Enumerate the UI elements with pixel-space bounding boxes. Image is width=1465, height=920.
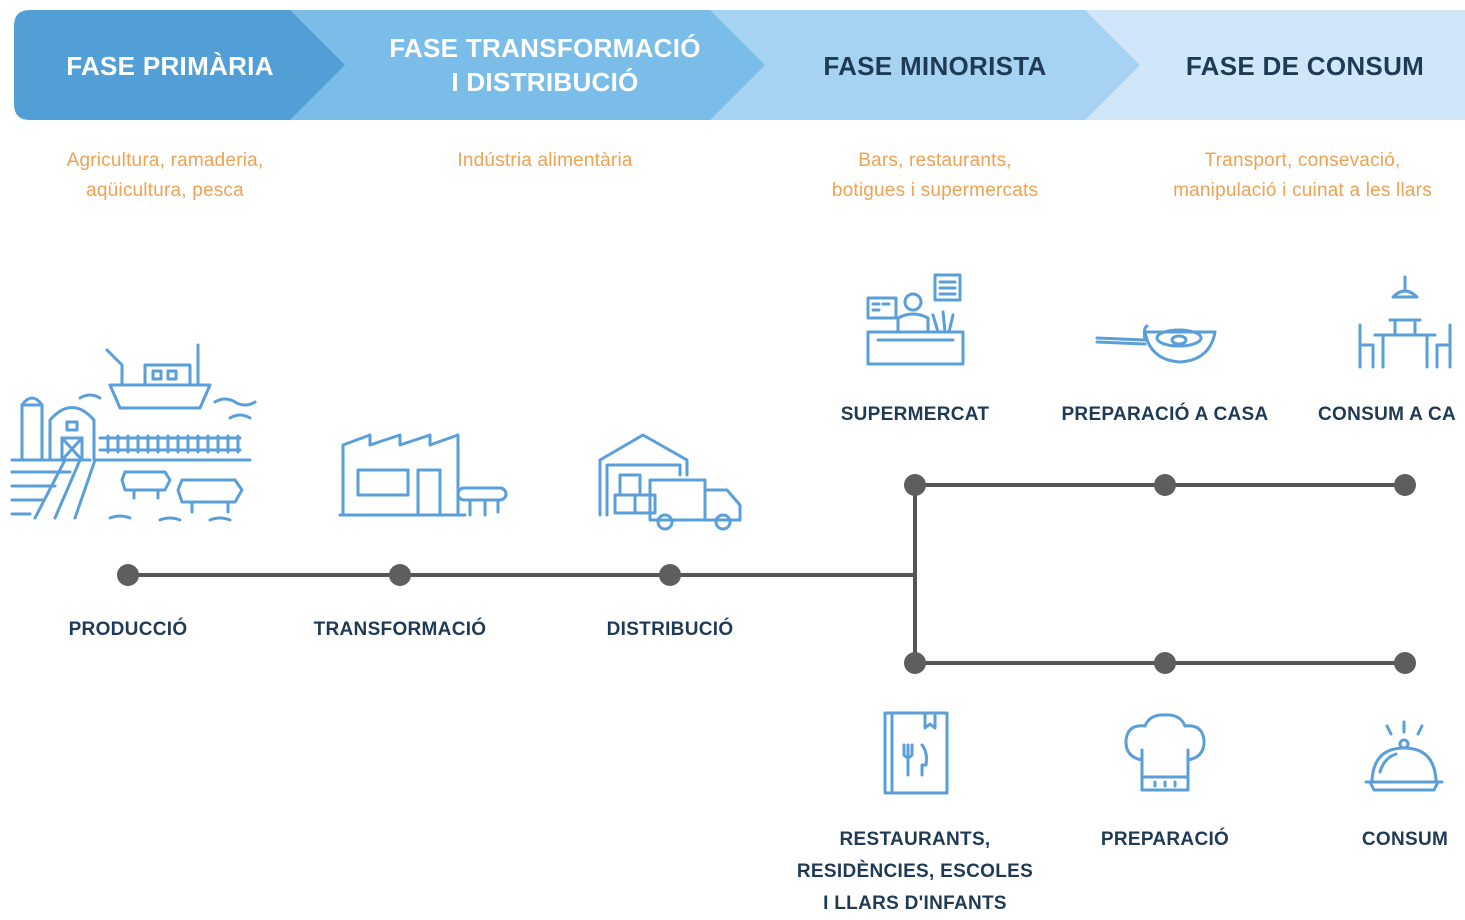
chef-hat-icon: [1120, 712, 1210, 794]
warehouse-truck-icon: [595, 430, 745, 531]
menu-book-icon: [880, 710, 955, 798]
phase-description-primaria: Agricultura, ramaderia, aqüicultura, pes…: [66, 150, 264, 201]
label-distribucio: DISTRIBUCIÓ: [606, 619, 734, 640]
node-restaurants: [904, 652, 926, 674]
label-produccio: PRODUCCIÓ: [68, 619, 188, 640]
farm-fishing-icon: [10, 340, 260, 525]
phase-title-primaria: FASE PRIMÀRIA: [66, 51, 274, 81]
node-supermercat: [904, 474, 926, 496]
phase-arrow-minorista: [705, 10, 1140, 120]
frying-pan-icon: [1095, 320, 1220, 370]
phase-title-minorista: FASE MINORISTA: [823, 51, 1047, 81]
serving-cloche-icon: [1362, 718, 1447, 796]
node-preparacio-casa: [1154, 474, 1176, 496]
supermarket-cashier-icon: [863, 270, 968, 370]
node-consum-casa: [1394, 474, 1416, 496]
phase-description-minorista: Bars, restaurants, botigues i supermerca…: [831, 150, 1039, 201]
factory-icon: [338, 430, 510, 520]
dining-table-icon: [1355, 275, 1455, 370]
phase-arrow-consum: [1080, 10, 1465, 120]
node-consum: [1394, 652, 1416, 674]
label-supermercat: SUPERMERCAT: [840, 404, 990, 425]
node-transformacio: [389, 564, 411, 586]
label-transformacio: TRANSFORMACIÓ: [313, 619, 487, 640]
label-preparacio: PREPARACIÓ: [1100, 829, 1230, 850]
phase-title-transformacio: FASE TRANSFORMACIÓ I DISTRIBUCIÓ: [389, 33, 701, 97]
label-restaurants: RESTAURANTS, RESIDÈNCIES, ESCOLES I LLAR…: [796, 829, 1034, 914]
label-consum-casa: CONSUM A CA: [1318, 404, 1457, 425]
label-consum: CONSUM: [1361, 829, 1449, 850]
phase-title-consum: FASE DE CONSUM: [1185, 51, 1425, 81]
phase-banner: [14, 10, 1465, 120]
phase-description-consum: Transport, consevació, manipulació i cui…: [1173, 150, 1432, 201]
phase-arrow-primaria: [14, 10, 345, 120]
node-distribucio: [659, 564, 681, 586]
label-preparacio-casa: PREPARACIÓ A CASA: [1061, 404, 1269, 425]
phase-arrow-transformacio: [285, 10, 765, 120]
node-produccio: [117, 564, 139, 586]
node-preparacio: [1154, 652, 1176, 674]
phase-description-transformacio: Indústria alimentària: [457, 150, 633, 171]
